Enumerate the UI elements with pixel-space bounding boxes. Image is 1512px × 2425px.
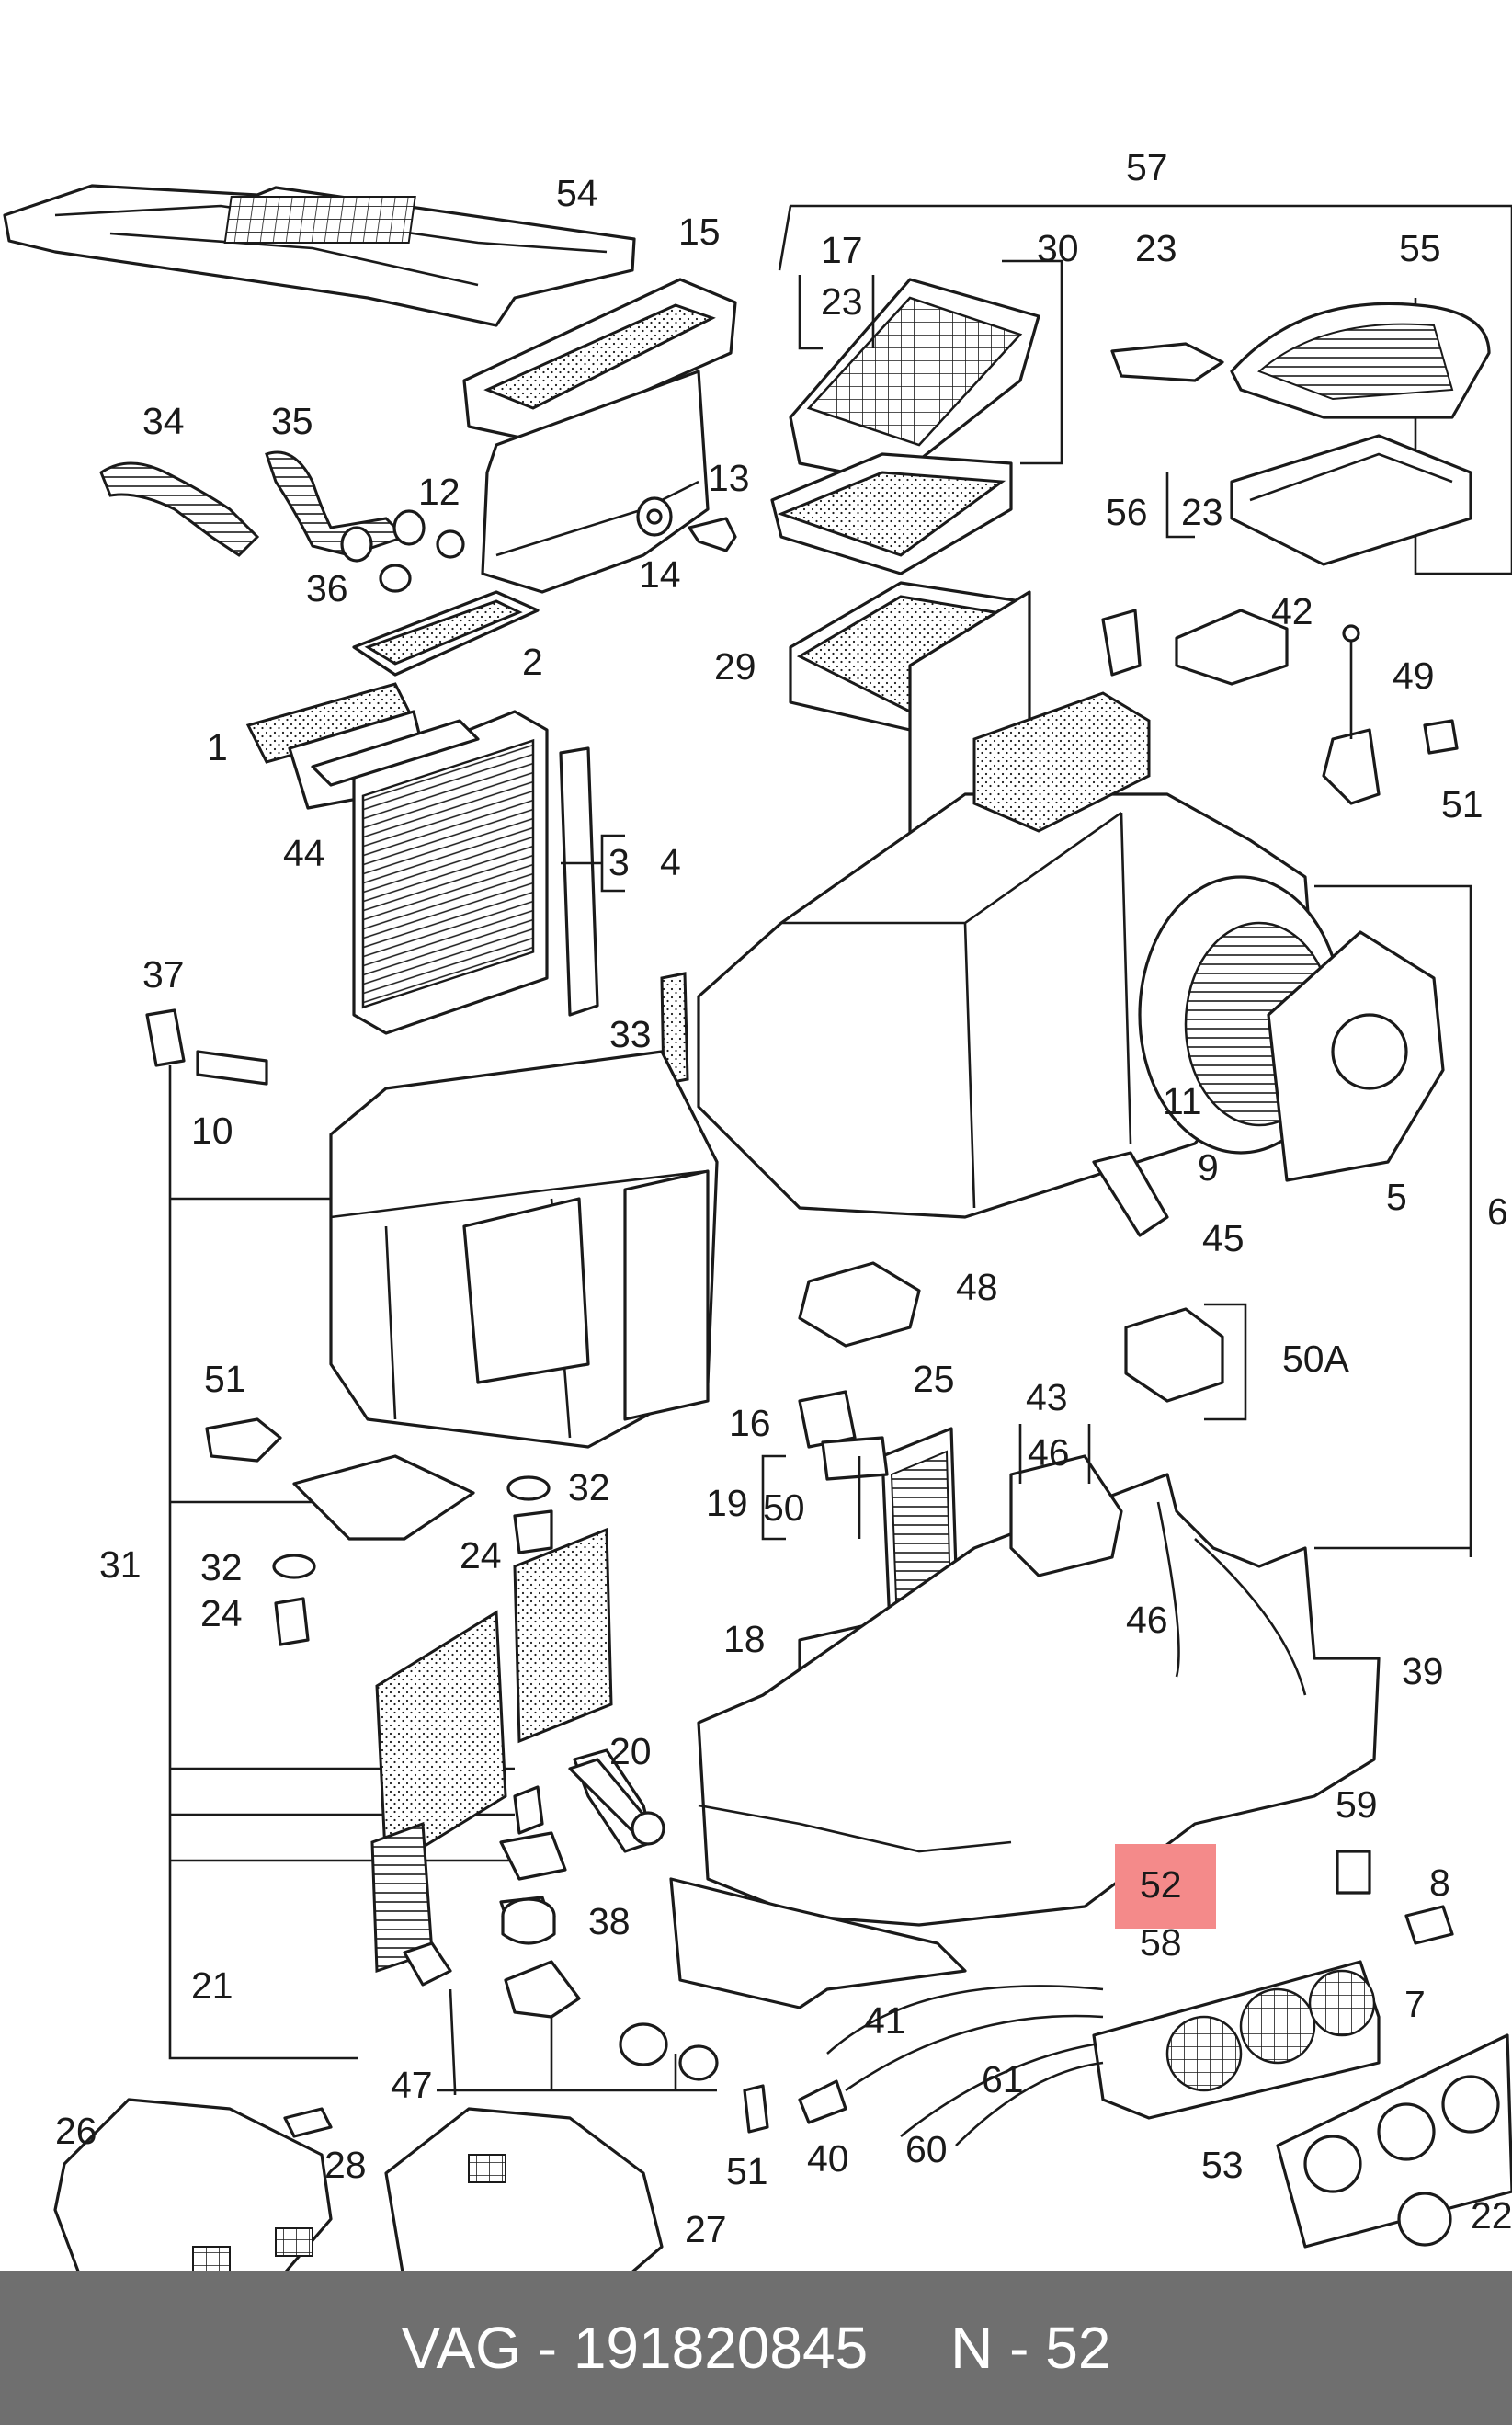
- part-2-gasket: [352, 590, 540, 677]
- part-6-upper-housing: [697, 691, 1472, 1557]
- label-46: 46: [1126, 1599, 1168, 1641]
- label-10: 10: [191, 1110, 233, 1152]
- label-42: 42: [1271, 590, 1313, 632]
- label-58: 58: [1140, 1921, 1182, 1964]
- label-43: 43: [1026, 1376, 1068, 1418]
- label-37: 37: [142, 953, 185, 996]
- label-27: 27: [685, 2208, 727, 2250]
- part-15-duct: [462, 278, 737, 442]
- label-6: 6: [1487, 1190, 1508, 1233]
- part-59-8-small: [1336, 1850, 1454, 1945]
- label-38: 38: [588, 1900, 631, 1942]
- label-23: 23: [821, 280, 863, 323]
- label-17: 17: [821, 229, 863, 271]
- highlight-box-52: [1115, 1844, 1216, 1929]
- label-51: 51: [204, 1358, 246, 1400]
- callout-labels: 54 15 57 17 23 30 23 55 34 35 12 13 14 3…: [55, 146, 1512, 2250]
- part-7-53-control-unit: [826, 1960, 1512, 2249]
- label-23: 23: [1181, 491, 1223, 533]
- label-29: 29: [714, 645, 756, 688]
- label-45: 45: [1202, 1217, 1245, 1259]
- label-2: 2: [522, 641, 543, 683]
- label-41: 41: [864, 1999, 906, 2042]
- label-48: 48: [956, 1266, 998, 1308]
- label-54: 54: [556, 172, 598, 214]
- label-7: 7: [1404, 1983, 1426, 2025]
- label-33: 33: [609, 1013, 652, 1055]
- label-11: 11: [1163, 1080, 1202, 1122]
- part-34-35-hoses: [99, 450, 465, 593]
- part-45-48-50A-small: [798, 1151, 1247, 1421]
- part-31-left-housing: [145, 1008, 719, 2060]
- label-9: 9: [1198, 1146, 1219, 1189]
- label-32: 32: [568, 1466, 610, 1509]
- label-57: 57: [1126, 146, 1168, 188]
- label-31: 31: [99, 1543, 142, 1586]
- label-34: 34: [142, 400, 185, 442]
- label-24: 24: [200, 1592, 243, 1634]
- label-39: 39: [1402, 1650, 1444, 1692]
- label-52: 52: [1140, 1863, 1182, 1906]
- part-57-filter-group: [770, 204, 1512, 575]
- label-32: 32: [200, 1546, 243, 1588]
- label-21: 21: [191, 1964, 233, 2007]
- label-59: 59: [1336, 1783, 1378, 1826]
- part-47-28-40-51-fasteners: [283, 1941, 847, 2138]
- label-3: 3: [608, 841, 630, 883]
- label-bracket-lines: [561, 259, 1195, 1541]
- label-13: 13: [708, 457, 750, 499]
- label-12: 12: [418, 471, 460, 513]
- label-47: 47: [391, 2064, 433, 2106]
- part-26-27-vents: [53, 2098, 664, 2313]
- footer-bar: VAG - 191820845 N - 52: [0, 2271, 1512, 2425]
- label-50A: 50A: [1282, 1338, 1350, 1380]
- label-55: 55: [1399, 227, 1441, 269]
- label-5: 5: [1386, 1176, 1407, 1218]
- footer-part-number: VAG - 191820845: [401, 2315, 869, 2381]
- part-13-14-fasteners: [636, 496, 737, 552]
- label-15: 15: [678, 211, 721, 253]
- part-29-frame: [789, 581, 1031, 851]
- label-51: 51: [726, 2150, 768, 2192]
- label-1: 1: [207, 726, 228, 768]
- label-60: 60: [905, 2128, 948, 2170]
- label-61: 61: [982, 2058, 1024, 2101]
- label-22: 22: [1471, 2194, 1512, 2237]
- label-51: 51: [1441, 783, 1484, 825]
- label-40: 40: [807, 2137, 849, 2180]
- label-53: 53: [1201, 2144, 1244, 2186]
- label-18: 18: [723, 1618, 766, 1660]
- label-14: 14: [639, 553, 681, 596]
- label-50: 50: [763, 1486, 805, 1529]
- part-3-4-heater-core: [311, 710, 689, 1086]
- label-30: 30: [1037, 227, 1079, 269]
- label-28: 28: [324, 2144, 367, 2186]
- part-20-38-fasteners: [501, 1758, 665, 1945]
- part-39-lower-housing: [669, 1454, 1381, 2009]
- label-20: 20: [609, 1730, 652, 1772]
- part-42-49-51-small: [1101, 609, 1459, 805]
- label-25: 25: [913, 1358, 955, 1400]
- footer-position: N - 52: [950, 2315, 1111, 2381]
- label-44: 44: [283, 832, 325, 874]
- label-26: 26: [55, 2110, 97, 2152]
- label-49: 49: [1393, 655, 1435, 697]
- label-23: 23: [1135, 227, 1177, 269]
- label-35: 35: [271, 400, 313, 442]
- label-56: 56: [1106, 491, 1148, 533]
- label-8: 8: [1429, 1861, 1450, 1904]
- label-4: 4: [660, 841, 681, 883]
- part-54-cover: [3, 184, 636, 327]
- label-36: 36: [306, 567, 348, 609]
- label-24: 24: [460, 1534, 502, 1577]
- label-16: 16: [729, 1402, 771, 1444]
- label-19: 19: [706, 1482, 748, 1524]
- label-46: 46: [1028, 1431, 1070, 1474]
